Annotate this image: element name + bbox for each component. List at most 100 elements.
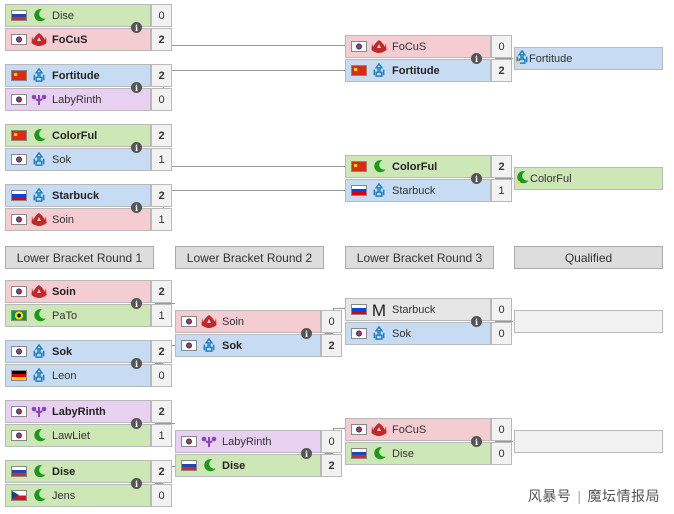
player-name: Soin (222, 315, 245, 328)
player-name: Fortitude (392, 64, 440, 77)
zerg-race-icon (31, 8, 47, 24)
match-info-icon[interactable]: i (131, 142, 142, 153)
player-slot[interactable]: ColorFul (345, 155, 491, 178)
player-slot[interactable]: Starbuck (5, 184, 151, 207)
match-info-icon[interactable]: i (131, 22, 142, 33)
zerg-race-icon (31, 128, 47, 144)
match-info-icon[interactable]: i (131, 358, 142, 369)
m-race-icon: M (371, 302, 387, 318)
player-score: 2 (151, 184, 172, 207)
round-header: Lower Bracket Round 1 (5, 246, 154, 269)
player-slot[interactable]: LawLiet (5, 424, 151, 447)
terran-race-icon (31, 344, 47, 360)
player-slot[interactable]: Dise (345, 442, 491, 465)
player-slot[interactable]: Soin (175, 310, 321, 333)
player-slot[interactable]: FoCuS (5, 28, 151, 51)
terran-race-icon (31, 152, 47, 168)
player-score: 0 (491, 35, 512, 58)
match-info-icon[interactable]: i (131, 418, 142, 429)
flag-kr-icon (11, 430, 27, 441)
flag-si-icon (351, 185, 367, 196)
player-slot[interactable]: Starbuck (345, 179, 491, 202)
player-slot[interactable]: Jens (5, 484, 151, 507)
player-name: LabyRinth (222, 435, 272, 448)
qualified-slot[interactable]: Fortitude (514, 47, 663, 70)
player-slot[interactable]: PaTo (5, 304, 151, 327)
player-name: LabyRinth (52, 93, 102, 106)
match-info-icon[interactable]: i (301, 448, 312, 459)
flag-cn-icon (11, 130, 27, 141)
protoss-race-icon (31, 284, 47, 300)
zerg-race-icon (31, 428, 47, 444)
player-slot[interactable]: LabyRinth (175, 430, 321, 453)
player-name: Starbuck (392, 184, 436, 197)
player-slot[interactable]: LabyRinth (5, 88, 151, 111)
player-name: FoCuS (52, 33, 88, 46)
match-info-icon[interactable]: i (131, 82, 142, 93)
player-slot[interactable]: ColorFul (5, 124, 151, 147)
player-slot[interactable]: Sok (175, 334, 321, 357)
player-name: Soin (52, 213, 75, 226)
player-name: Sok (392, 327, 411, 340)
qualified-slot[interactable]: ColorFul (514, 167, 663, 190)
player-name: Starbuck (52, 189, 100, 202)
qualified-slot-empty[interactable] (514, 310, 663, 333)
bracket-connector (155, 483, 163, 484)
player-slot[interactable]: Leon (5, 364, 151, 387)
protoss-race-icon (31, 212, 47, 228)
match-info-icon[interactable]: i (131, 478, 142, 489)
qualified-slot-empty[interactable] (514, 430, 663, 453)
player-name: Sok (52, 153, 71, 166)
player-score: 1 (151, 424, 172, 447)
player-slot[interactable]: FoCuS (345, 35, 491, 58)
bracket-connector (325, 453, 333, 454)
player-score: 0 (151, 88, 172, 111)
flag-kr-icon (11, 214, 27, 225)
player-slot[interactable]: Soin (5, 208, 151, 231)
player-score: 1 (151, 304, 172, 327)
match-info-icon[interactable]: i (131, 202, 142, 213)
zerg-race-icon (371, 446, 387, 462)
bracket-connector (495, 441, 513, 442)
player-slot[interactable]: Sok (5, 148, 151, 171)
terran-race-icon (31, 368, 47, 384)
player-slot[interactable]: LabyRinth (5, 400, 151, 423)
bracket-connector (155, 303, 175, 304)
player-slot[interactable]: Fortitude (5, 64, 151, 87)
player-name: ColorFul (52, 129, 98, 142)
player-score: 0 (151, 4, 172, 27)
player-name: Dise (52, 465, 76, 478)
flag-kr-icon (181, 340, 197, 351)
player-name: ColorFul (392, 160, 438, 173)
flag-si-icon (11, 190, 27, 201)
player-name: Dise (392, 447, 415, 460)
player-slot[interactable]: FoCuS (345, 418, 491, 441)
player-slot[interactable]: Sok (345, 322, 491, 345)
player-score: 2 (491, 155, 512, 178)
bracket-connector (325, 333, 333, 334)
player-score: 1 (491, 179, 512, 202)
bracket-connector (333, 308, 345, 309)
match-info-icon[interactable]: i (471, 173, 482, 184)
player-slot[interactable]: Sok (5, 340, 151, 363)
player-score: 2 (321, 334, 342, 357)
match-info-icon[interactable]: i (471, 53, 482, 64)
match-info-icon[interactable]: i (471, 436, 482, 447)
match-info-icon[interactable]: i (131, 298, 142, 309)
zerg-race-icon (31, 308, 47, 324)
watermark: 风暴号|魔坛情报局 (528, 486, 660, 506)
player-slot[interactable]: Dise (5, 460, 151, 483)
bracket-connector (163, 45, 345, 46)
flag-kr-icon (351, 424, 367, 435)
player-slot[interactable]: Soin (5, 280, 151, 303)
player-slot[interactable]: Dise (175, 454, 321, 477)
player-name: LawLiet (52, 429, 90, 442)
match-info-icon[interactable]: i (301, 328, 312, 339)
match-info-icon[interactable]: i (471, 316, 482, 327)
player-slot[interactable]: Fortitude (345, 59, 491, 82)
flag-si-icon (351, 304, 367, 315)
bracket-connector (163, 70, 345, 71)
player-score: 2 (491, 59, 512, 82)
player-slot[interactable]: Dise (5, 4, 151, 27)
